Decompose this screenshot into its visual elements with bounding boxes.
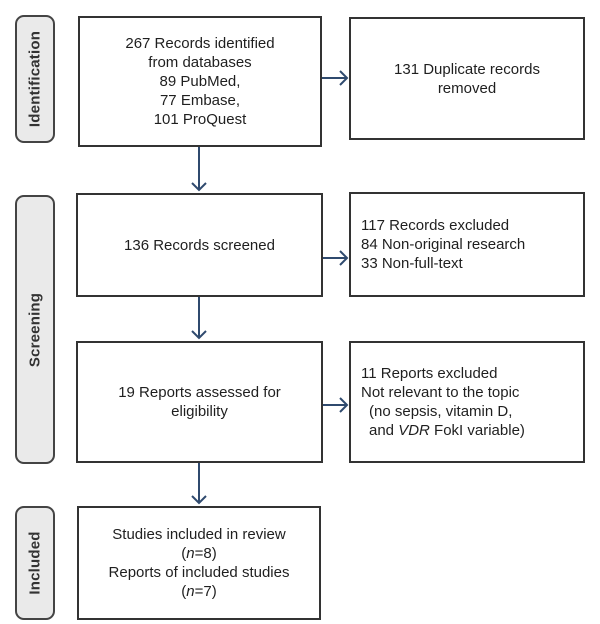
assessed-line-1: 19 Reports assessed for bbox=[118, 384, 281, 401]
stage-screening-label: Screening bbox=[26, 292, 44, 367]
excluded-reports-line-3: (no sepsis, vitamin D, bbox=[369, 403, 513, 420]
included-line-4-rest: =7) bbox=[194, 583, 217, 600]
arrow-screened-to-excluded bbox=[323, 250, 349, 266]
stage-screening: Screening bbox=[15, 195, 55, 464]
stage-identification-label: Identification bbox=[26, 30, 44, 128]
stage-included: Included bbox=[15, 506, 55, 620]
identified-line-4: 77 Embase, bbox=[159, 92, 241, 109]
studies-included-box: Studies included in review (n=8) Reports… bbox=[77, 506, 321, 620]
included-line-1: Studies included in review bbox=[112, 526, 286, 543]
arrow-assessed-to-included bbox=[191, 463, 207, 505]
duplicates-line-2: removed bbox=[437, 79, 497, 97]
records-identified-box: 267 Records identified from databases 89… bbox=[78, 16, 322, 147]
excluded-reports-line-4-suffix: FokI variable) bbox=[429, 422, 525, 439]
arrow-identified-to-screened bbox=[191, 147, 207, 192]
included-n-reports: n bbox=[186, 583, 195, 600]
excluded-records-line-1: 117 Records excluded bbox=[361, 217, 510, 234]
excluded-records-line-2: 84 Non-original research bbox=[361, 236, 526, 253]
duplicates-removed-box: 131 Duplicate records removed bbox=[349, 17, 585, 140]
vdr-gene-label: VDR bbox=[398, 422, 430, 439]
included-line-3: Reports of included studies bbox=[108, 564, 290, 581]
identified-line-5: 101 ProQuest bbox=[153, 111, 247, 128]
arrow-identified-to-duplicates bbox=[322, 70, 349, 86]
included-line-4: (n=7) bbox=[181, 582, 216, 601]
arrow-screened-to-assessed bbox=[191, 297, 207, 340]
included-n-studies: n bbox=[186, 545, 195, 562]
included-line-2-open: ( bbox=[181, 545, 187, 562]
excluded-reports-line-1: 11 Reports excluded bbox=[361, 365, 498, 382]
reports-excluded-box: 11 Reports excluded Not relevant to the … bbox=[349, 341, 585, 463]
records-excluded-box: 117 Records excluded 84 Non-original res… bbox=[349, 192, 585, 297]
stage-identification: Identification bbox=[15, 15, 55, 143]
reports-assessed-box: 19 Reports assessed for eligibility bbox=[76, 341, 323, 463]
records-screened-box: 136 Records screened bbox=[76, 193, 323, 297]
duplicates-line-1: 131 Duplicate records bbox=[394, 60, 540, 78]
identified-line-1: 267 Records identified bbox=[125, 35, 275, 52]
excluded-reports-line-2: Not relevant to the topic bbox=[361, 384, 520, 401]
excluded-reports-line-4-prefix: and bbox=[369, 422, 399, 439]
included-line-2-rest: =8) bbox=[194, 545, 217, 562]
arrow-assessed-to-excluded bbox=[323, 397, 349, 413]
identified-line-3: 89 PubMed, bbox=[159, 73, 241, 90]
identified-line-2: from databases bbox=[148, 54, 252, 71]
included-line-4-open: ( bbox=[181, 583, 187, 600]
excluded-reports-line-4: and VDR FokI variable) bbox=[361, 421, 583, 440]
excluded-records-line-3: 33 Non-full-text bbox=[361, 255, 463, 272]
stage-included-label: Included bbox=[26, 531, 44, 595]
included-line-2: (n=8) bbox=[181, 544, 216, 563]
screened-line-1: 136 Records screened bbox=[124, 236, 275, 254]
assessed-line-2: eligibility bbox=[171, 403, 228, 420]
